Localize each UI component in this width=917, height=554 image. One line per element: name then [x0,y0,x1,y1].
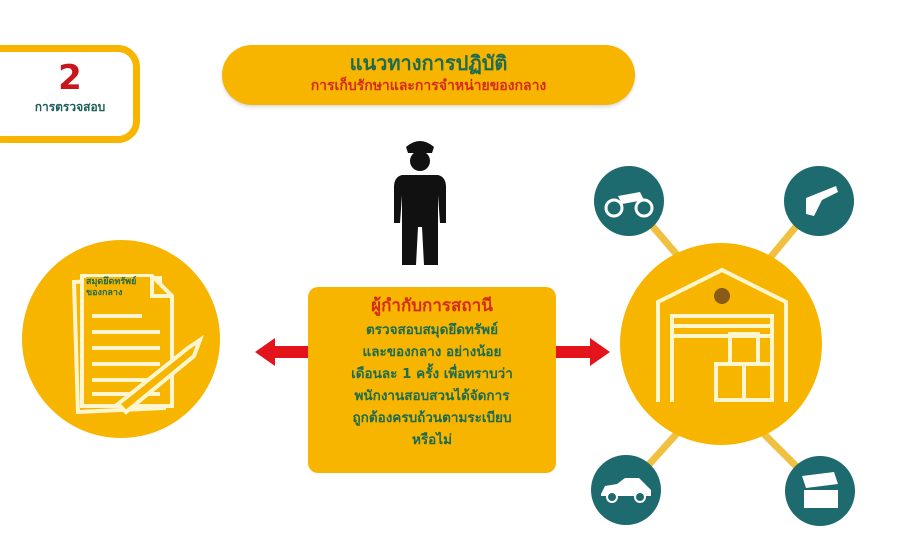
duty-heading: ผู้กำกับการสถานี [371,296,493,316]
title-sub: การเก็บรักษาและการจำหน่ายของกลาง [310,78,547,94]
warehouse-circle [620,243,822,445]
revolver-icon [806,186,838,216]
warehouse-icon [656,267,788,402]
treasure-chest-icon [802,472,838,508]
left-arrow-icon [255,338,309,366]
duty-description: ตรวจสอบสมุดยึดทรัพย์ และของกลาง อย่างน้อ… [351,322,513,448]
car-icon [601,478,651,503]
title-main: แนวทางการปฏิบัติ [349,51,508,75]
document-label: สมุดยึดทรัพย์ ของกลาง [86,277,150,299]
right-arrow-icon [556,338,610,366]
title-banner: แนวทางการปฏิบัติ การเก็บรักษาและการจำหน่… [222,45,635,105]
superintendent-duty-box: ผู้กำกับการสถานี ตรวจสอบสมุดยึดทรัพย์ แล… [308,287,556,473]
step-badge: 2 การตรวจสอบ [0,45,140,143]
motorcycle-icon [604,192,654,218]
document-pen-icon [71,274,205,415]
police-officer-icon [394,141,446,265]
step-number: 2 [58,58,82,98]
step-label: การตรวจสอบ [34,100,106,114]
